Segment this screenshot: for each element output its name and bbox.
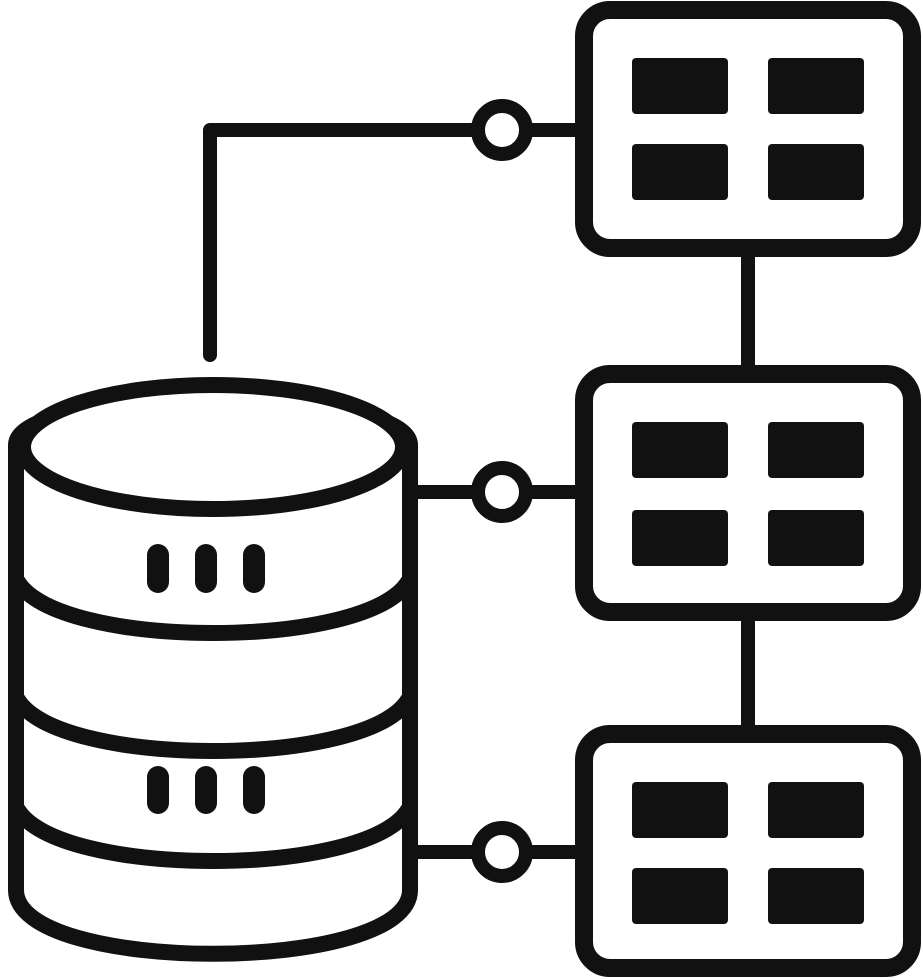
panel-middle: [575, 365, 921, 621]
panel-top-tiles: [632, 58, 864, 200]
panel-middle-frame: [575, 365, 921, 621]
panel-bottom: [575, 725, 921, 977]
panel-top-frame: [575, 1, 921, 257]
database-separator-2: [10, 692, 416, 759]
connector-nodes: [471, 99, 533, 883]
panel-top: [575, 1, 921, 257]
panel-bottom-frame: [575, 725, 921, 977]
database-lid: [15, 377, 411, 517]
database-slots-lower: [147, 766, 265, 814]
database-slots-upper: [147, 544, 265, 593]
connector-node-bottom: [471, 821, 533, 883]
panel-middle-tiles: [632, 422, 864, 566]
panel-bottom-tiles: [632, 782, 864, 924]
connector-node-top: [471, 99, 533, 161]
database-separator-3: [10, 802, 416, 869]
connector-top-line: [203, 123, 485, 362]
connector-node-middle: [471, 461, 533, 523]
database-icon: [8, 377, 418, 962]
database-separator-1: [10, 574, 416, 641]
connector-lines: [203, 123, 755, 859]
